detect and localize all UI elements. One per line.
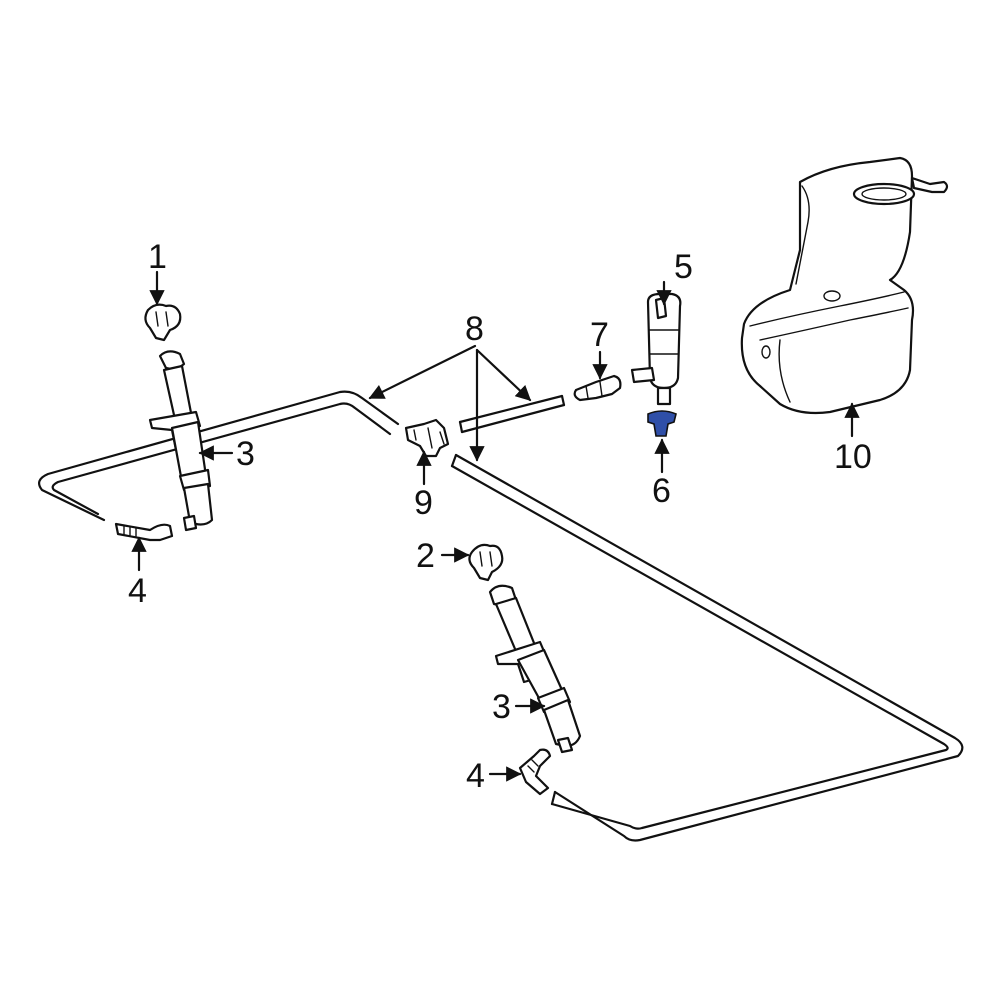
callout-4-right: 4 [466, 757, 485, 795]
callout-3-left: 3 [236, 435, 255, 473]
washer-cylinder-left [148, 350, 214, 532]
callout-5: 5 [674, 248, 693, 286]
washer-hose-long [450, 453, 964, 842]
callout-3-right: 3 [492, 688, 511, 726]
hose-connector-right [518, 748, 552, 796]
leader-arrows [131, 270, 860, 782]
washer-hose-left [38, 390, 400, 522]
callout-2: 2 [416, 537, 435, 575]
callout-10: 10 [834, 438, 872, 476]
washer-nozzle-left [144, 303, 182, 342]
washer-reservoir [740, 156, 949, 415]
washer-hose-upper-right [458, 394, 566, 434]
hose-tee-connector [404, 418, 450, 458]
pump-grommet [647, 410, 677, 437]
washer-pump [630, 292, 682, 406]
callout-1: 1 [148, 238, 167, 276]
washer-cylinder-right [488, 584, 582, 754]
callout-8: 8 [465, 310, 484, 348]
check-valve-connector [573, 374, 622, 402]
callout-4-left: 4 [128, 572, 147, 610]
callout-6: 6 [652, 472, 671, 510]
washer-nozzle-right [468, 543, 504, 582]
callout-7: 7 [590, 316, 609, 354]
hose-connector-left [114, 522, 174, 542]
callout-9: 9 [414, 484, 433, 522]
